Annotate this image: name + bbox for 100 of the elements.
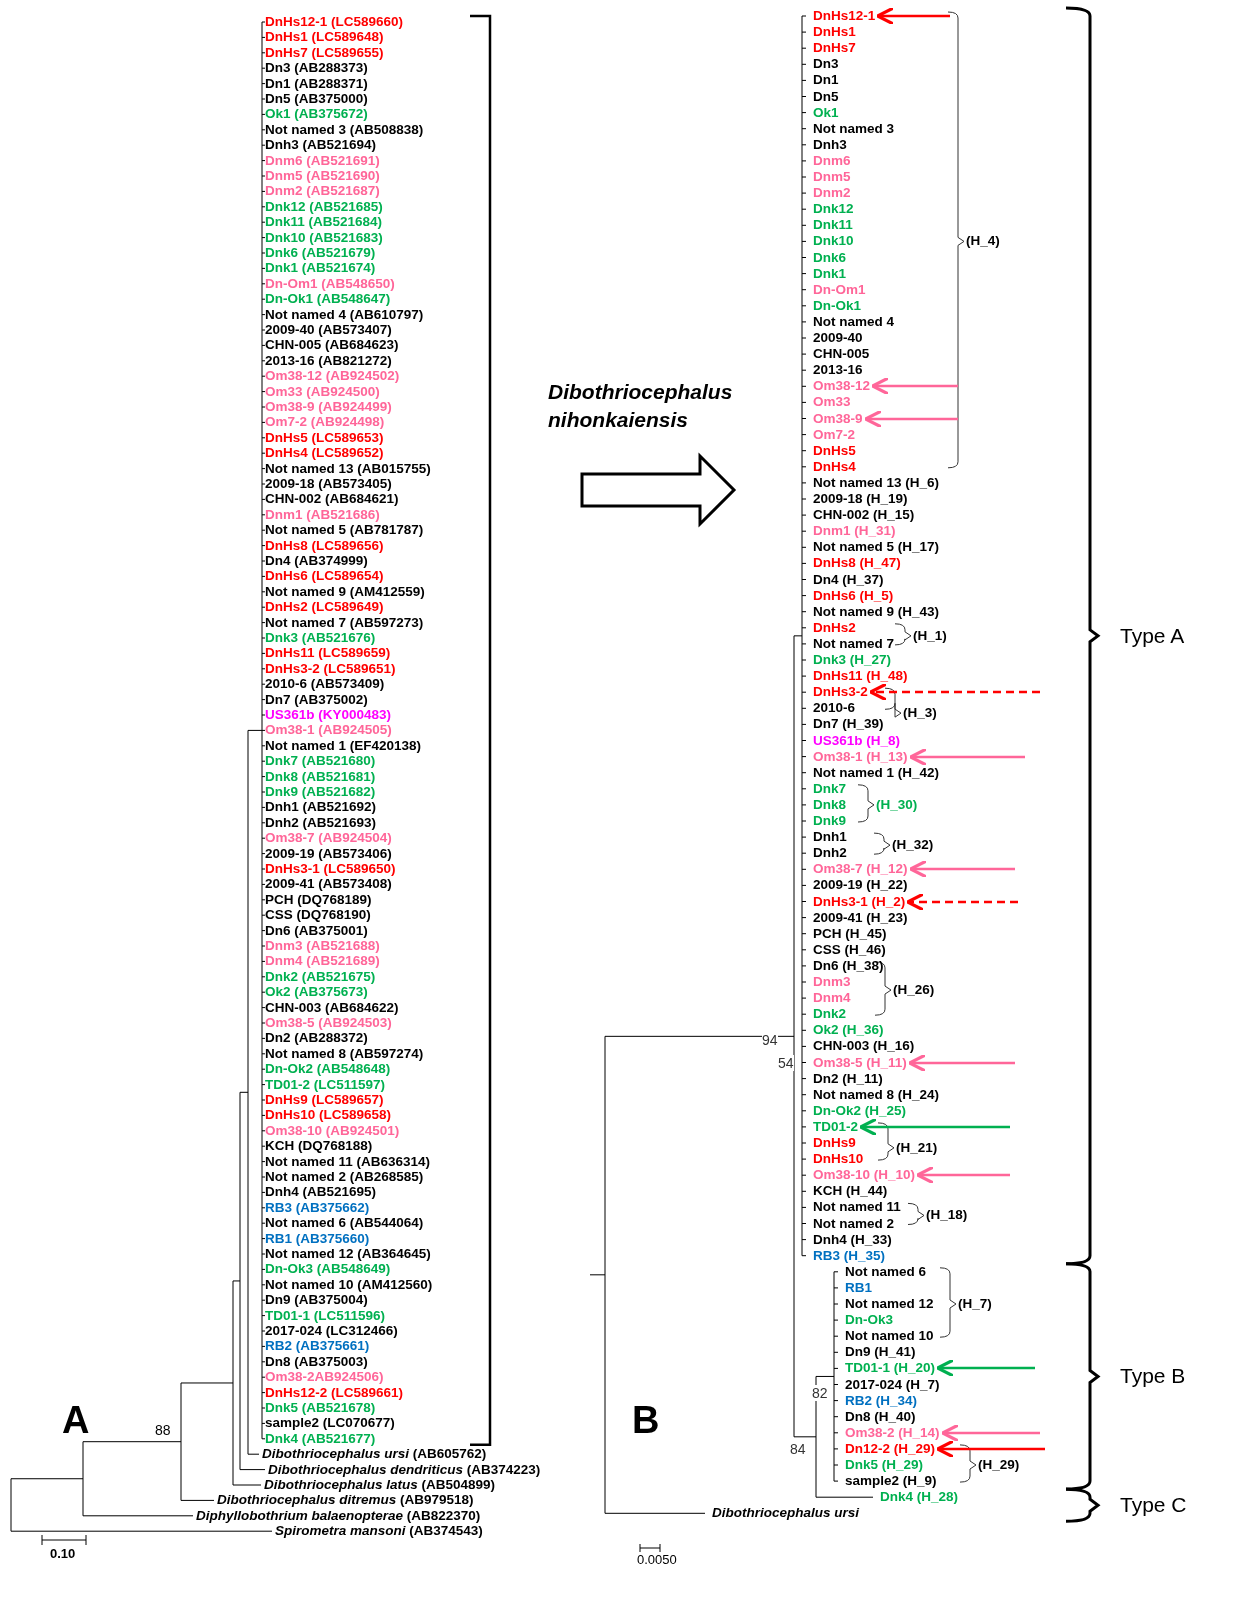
type-label: Type A	[1120, 623, 1185, 648]
panel-letter: A	[62, 1400, 90, 1440]
taxon-label: Om38-7 (H_12)	[813, 861, 908, 878]
taxon-label: TD01-2 (LC511597)	[265, 1076, 386, 1093]
taxon-label: 2009-40	[813, 330, 863, 346]
taxon-label: DnHs11 (LC589659)	[265, 645, 391, 662]
taxon-label: Dnm6 (AB521691)	[265, 152, 380, 169]
taxon-label: Om38-5 (AB924503)	[265, 1015, 392, 1031]
scale-label: 0.0050	[637, 1552, 677, 1568]
taxon-label: Om33	[813, 394, 851, 411]
taxon-label: Dnm3	[813, 974, 851, 990]
type-label: Type C	[1120, 1493, 1187, 1518]
taxon-label: RB3 (H_35)	[813, 1247, 886, 1264]
taxon-label: Dn-Ok3 (AB548649)	[265, 1261, 391, 1278]
taxon-label: Dibothriocephalus ursi	[712, 1505, 860, 1522]
taxon-label: Dnk6	[813, 249, 846, 266]
haplotype-label: (H_32)	[892, 837, 934, 854]
taxon-label: CHN-005 (AB684623)	[265, 337, 399, 354]
taxon-label: Dn4 (H_37)	[813, 571, 884, 588]
taxon-label: Dnk9	[813, 813, 846, 829]
bootstrap-value: 88	[155, 1421, 171, 1438]
taxon-label: DnHs5 (LC589653)	[265, 429, 384, 446]
panel-letter: B	[632, 1400, 660, 1440]
taxon-label: Dnk12	[813, 201, 854, 218]
taxon-label: Not named 9 (H_43)	[813, 603, 940, 620]
arrow	[907, 1053, 1015, 1073]
taxon-label: Dnk10 (AB521683)	[265, 229, 383, 246]
taxon-label: Dn-Ok1	[813, 297, 861, 314]
taxon-label: Ok2 (AB375673)	[265, 984, 368, 1001]
taxon-label: 2009-19 (AB573406)	[265, 845, 392, 862]
taxon-label: CSS (H_46)	[813, 941, 886, 958]
taxon-label: Not named 13 (AB015755)	[265, 460, 431, 477]
taxon-label: Not named 13 (H_6)	[813, 474, 940, 491]
taxon-label: Dnh2	[813, 845, 847, 862]
taxon-label: Dn8 (H_40)	[845, 1408, 916, 1425]
taxon-label: DnHs4 (LC589652)	[265, 445, 384, 462]
taxon-label: Dnk3 (AB521676)	[265, 630, 376, 646]
taxon-label: US361b (KY000483)	[265, 707, 392, 723]
taxon-label: DnHs12-1 (LC589660)	[265, 14, 404, 30]
taxon-label: Om7-2	[813, 426, 856, 443]
taxon-label: Not named 11 (AB636314)	[265, 1153, 431, 1170]
taxon-label: DnHs2 (LC589649)	[265, 599, 384, 616]
taxon-label: Dn3	[813, 56, 839, 73]
taxon-label: Not named 3	[813, 120, 894, 137]
taxon-label: Not named 2 (AB268585)	[265, 1169, 424, 1185]
taxon-label: Dn1	[813, 72, 839, 89]
arrow	[908, 859, 1015, 879]
taxon-label: Dibothriocephalus dendriticus (AB374223)	[268, 1461, 541, 1478]
taxon-label: Dnk8 (AB521681)	[265, 768, 376, 785]
arrow	[908, 747, 1025, 767]
taxon-label: RB1 (AB375660)	[265, 1230, 370, 1247]
taxon-label: Not named 1 (H_42)	[813, 764, 940, 781]
arrow	[935, 1358, 1035, 1378]
taxon-label: US361b (H_8)	[813, 732, 901, 749]
taxon-label: Om38-1 (AB924505)	[265, 722, 392, 739]
taxon-label: Dnm6	[813, 152, 851, 169]
taxon-label: Dnk2	[813, 1006, 846, 1023]
taxon-label: CHN-003 (AB684622)	[265, 999, 399, 1016]
arrow	[935, 1439, 1045, 1459]
taxon-label: sample2 (H_9)	[845, 1473, 937, 1490]
species-title: Dibothriocephalus nihonkaiensis	[548, 379, 734, 433]
taxon-label: Om38-2 (H_14)	[845, 1424, 940, 1441]
arrow	[915, 1165, 1010, 1185]
taxon-label: Om38-9	[813, 410, 863, 427]
taxon-label: Dnh1 (AB521692)	[265, 799, 377, 816]
taxon-label: Not named 1 (EF420138)	[265, 737, 422, 754]
taxon-label: RB1	[845, 1279, 872, 1296]
haplotype-label: (H_29)	[978, 1457, 1020, 1473]
haplotype-label: (H_3)	[903, 705, 937, 722]
taxon-label: PCH (H_45)	[813, 925, 887, 942]
taxon-label: Dn6 (AB375001)	[265, 922, 368, 939]
taxon-label: Dnk1	[813, 265, 846, 282]
taxon-label: Dibothriocephalus ursi (AB605762)	[262, 1446, 487, 1463]
taxon-label: DnHs6 (LC589654)	[265, 568, 384, 585]
taxon-label: 2017-024 (H_7)	[845, 1376, 940, 1393]
taxon-label: Om33 (AB924500)	[265, 383, 380, 400]
taxon-label: Dn-Ok1 (AB548647)	[265, 291, 391, 308]
taxon-label: DnHs9	[813, 1135, 856, 1151]
taxon-label: CHN-002 (AB684621)	[265, 491, 399, 508]
taxon-label: sample2 (LC070677)	[265, 1415, 395, 1432]
taxon-label: Dn1 (AB288371)	[265, 75, 368, 92]
taxon-label: Not named 10	[845, 1328, 934, 1345]
taxon-label: Spirometra mansoni (AB374543)	[275, 1523, 483, 1540]
taxon-label: DnHs10 (LC589658)	[265, 1107, 392, 1124]
taxon-label: Not named 9 (AM412559)	[265, 583, 425, 600]
arrow	[868, 682, 1040, 702]
taxon-label: DnHs6 (H_5)	[813, 587, 894, 604]
taxon-label: DnHs12-2 (LC589661)	[265, 1384, 404, 1401]
taxon-label: Not named 8 (H_24)	[813, 1086, 940, 1103]
taxon-label: Dn7 (H_39)	[813, 716, 884, 733]
taxon-label: CHN-002 (H_15)	[813, 507, 915, 524]
taxon-label: Ok1 (AB375672)	[265, 106, 368, 123]
taxon-label: TD01-1 (LC511596)	[265, 1307, 386, 1324]
taxon-label: Dibothriocephalus latus (AB504899)	[264, 1477, 496, 1493]
haplotype-label: (H_18)	[926, 1207, 968, 1224]
taxon-label: Om38-5 (H_11)	[813, 1054, 907, 1071]
arrow	[858, 1117, 1010, 1137]
taxon-label: DnHs8 (H_47)	[813, 555, 901, 572]
taxon-label: DnHs11 (H_48)	[813, 668, 908, 685]
taxon-label: 2009-41 (H_23)	[813, 909, 908, 926]
